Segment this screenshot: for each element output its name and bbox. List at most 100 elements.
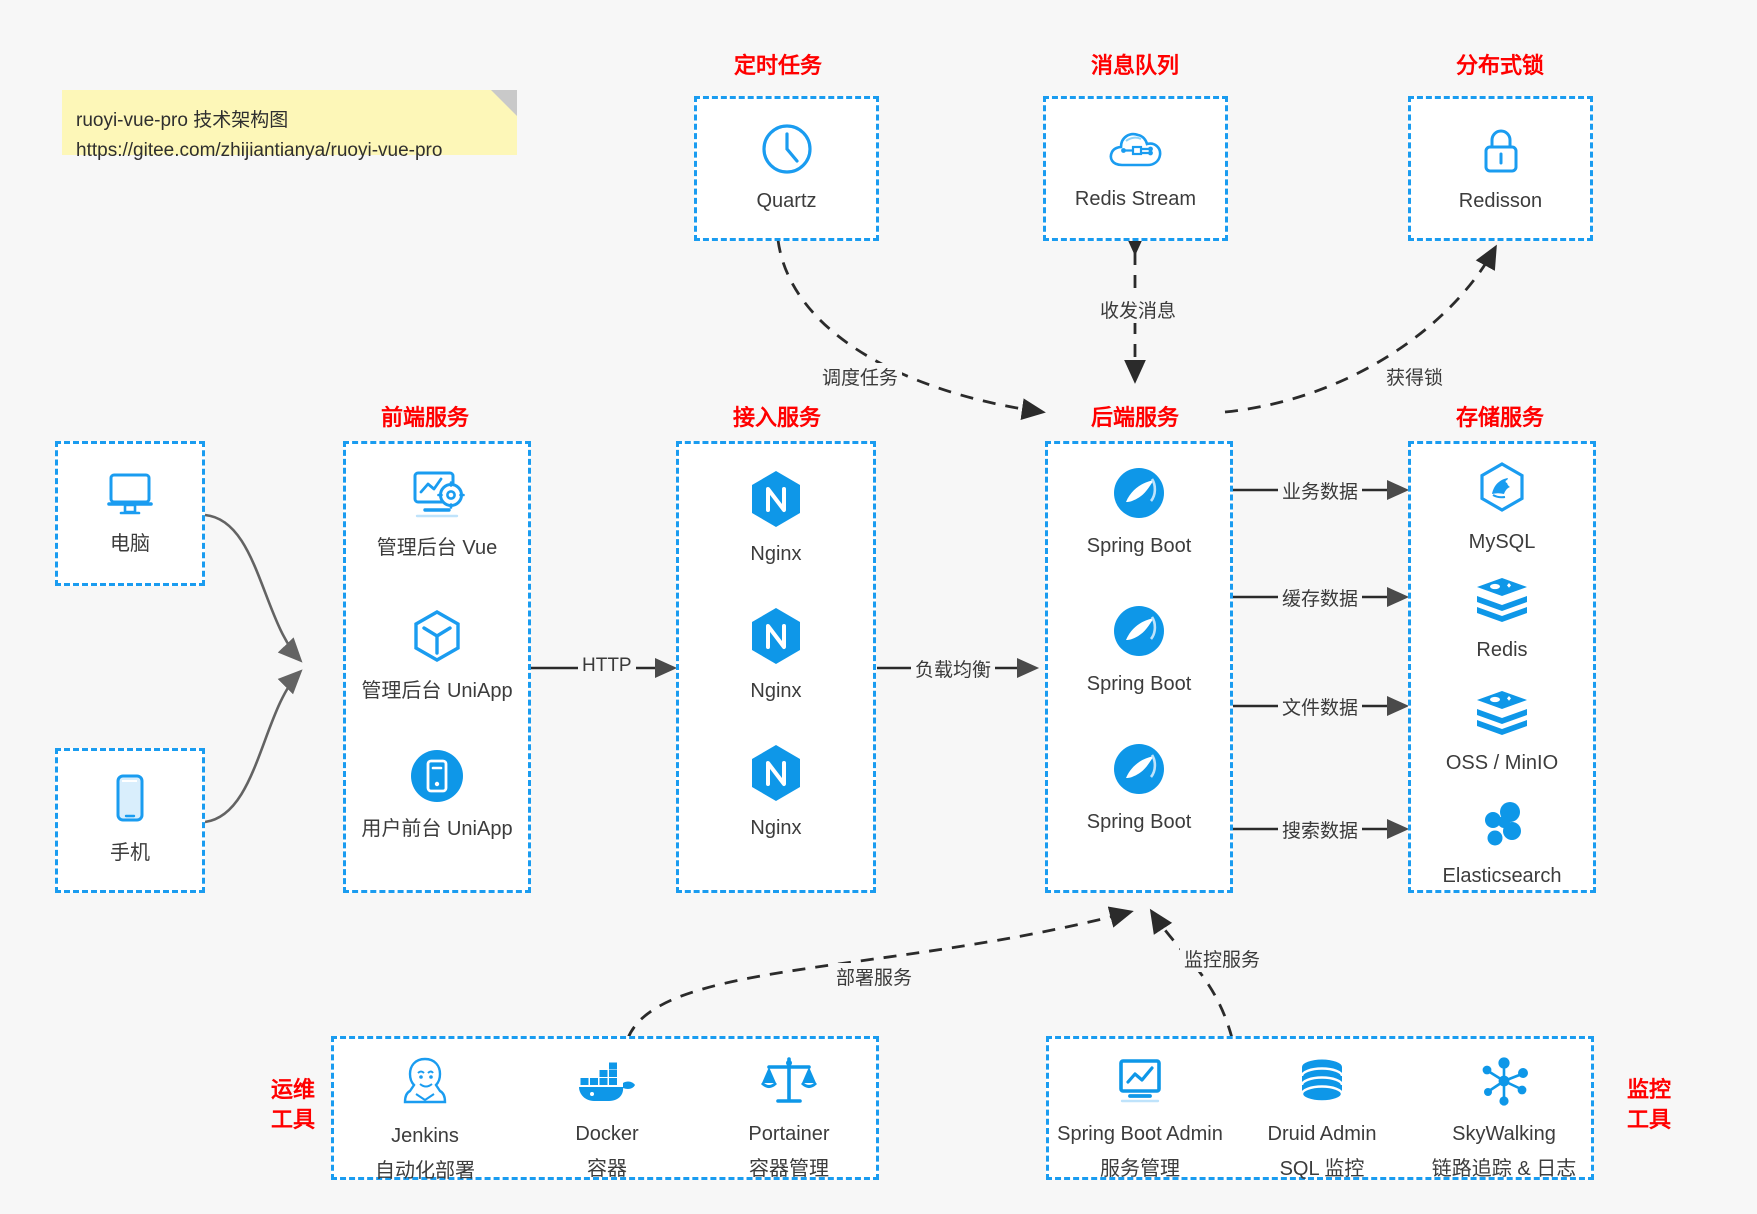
skywalking-icon <box>1476 1055 1532 1114</box>
elasticsearch-icon <box>1474 798 1530 857</box>
node-label: Nginx <box>750 817 802 839</box>
node-oss-minio[interactable]: OSS / MinIO <box>1411 687 1593 777</box>
cloud-nodes-icon <box>1105 123 1167 180</box>
group-title-backend: 后端服务 <box>1090 405 1179 430</box>
node-admin-uniapp[interactable]: 管理后台 UniApp <box>346 607 528 705</box>
smartphone-icon <box>105 771 155 834</box>
note-url: https://gitee.com/zhijiantianya/ruoyi-vu… <box>76 140 443 161</box>
node-phone[interactable]: 手机 <box>58 771 202 867</box>
node-spring-boot-2[interactable]: Spring Boot <box>1048 602 1230 698</box>
nginx-icon <box>747 605 805 672</box>
node-nginx-3[interactable]: Nginx <box>679 742 873 842</box>
edge-label-monitor-service: 监控服务 <box>1180 945 1265 972</box>
node-sublabel: 自动化部署 <box>375 1160 475 1182</box>
group-box-monitor: Spring Boot Admin 服务管理 Druid Admin SQL 监… <box>1046 1036 1594 1180</box>
node-mysql[interactable]: MySQL <box>1411 460 1593 556</box>
edge-label-cache-data: 缓存数据 <box>1278 584 1363 611</box>
group-box-storage: MySQL Redis <box>1408 441 1596 893</box>
node-portainer[interactable]: Portainer 容器管理 <box>698 1053 880 1184</box>
edge-label-http: HTTP <box>578 655 636 677</box>
node-label: Redis <box>1476 639 1528 661</box>
group-box-mq: Redis Stream <box>1043 96 1228 241</box>
node-label: OSS / MinIO <box>1445 752 1559 774</box>
mysql-icon <box>1474 460 1530 523</box>
edge-label-acquire-lock: 获得锁 <box>1382 363 1448 390</box>
edge-label-send-receive-message: 收发消息 <box>1096 296 1181 323</box>
node-label: Redis Stream <box>1074 188 1197 210</box>
group-title-frontend: 前端服务 <box>380 405 469 430</box>
nginx-icon <box>747 742 805 809</box>
node-redisson[interactable]: Redisson <box>1411 121 1590 215</box>
edge-label-schedule-task: 调度任务 <box>818 363 903 390</box>
mobile-device-icon <box>408 747 466 810</box>
node-label: 用户前台 UniApp <box>361 818 513 840</box>
group-box-backend: Spring Boot Spring Boot Spring Boot <box>1045 441 1233 893</box>
group-title-gateway: 接入服务 <box>732 405 821 430</box>
edge-label-load-balance: 负载均衡 <box>911 655 996 682</box>
node-admin-vue[interactable]: 管理后台 Vue <box>346 466 528 562</box>
node-label: Quartz <box>756 190 817 212</box>
node-computer[interactable]: 电脑 <box>58 466 202 558</box>
node-jenkins[interactable]: Jenkins 自动化部署 <box>334 1053 516 1186</box>
node-nginx-1[interactable]: Nginx <box>679 468 873 568</box>
node-docker[interactable]: Docker 容器 <box>516 1061 698 1184</box>
group-box-scheduler: Quartz <box>694 96 879 241</box>
nginx-icon <box>747 468 805 535</box>
node-user-uniapp[interactable]: 用户前台 UniApp <box>346 747 528 843</box>
group-title-storage: 存储服务 <box>1455 405 1544 430</box>
node-label: SkyWalking <box>1452 1123 1556 1145</box>
group-title-ops-line2: 工具 <box>270 1107 315 1132</box>
node-quartz[interactable]: Quartz <box>697 121 876 215</box>
node-label: MySQL <box>1468 531 1536 553</box>
node-spring-boot-3[interactable]: Spring Boot <box>1048 740 1230 836</box>
sticky-note: ruoyi-vue-pro 技术架构图 https://gitee.com/zh… <box>62 90 517 161</box>
spring-boot-icon <box>1110 602 1168 665</box>
group-box-phone: 手机 <box>55 748 205 893</box>
node-redis-stream[interactable]: Redis Stream <box>1046 123 1225 213</box>
node-spring-boot-admin[interactable]: Spring Boot Admin 服务管理 <box>1049 1055 1231 1184</box>
node-label: Spring Boot <box>1086 673 1192 695</box>
clock-icon <box>759 121 815 182</box>
node-label: Jenkins <box>391 1125 459 1147</box>
docker-icon <box>576 1061 638 1114</box>
group-title-scheduler: 定时任务 <box>733 53 822 78</box>
node-label: Nginx <box>750 680 802 702</box>
edge-label-deploy-service: 部署服务 <box>832 963 917 990</box>
node-redis[interactable]: Redis <box>1411 574 1593 664</box>
node-nginx-2[interactable]: Nginx <box>679 605 873 705</box>
spring-boot-icon <box>1110 464 1168 527</box>
node-druid-admin[interactable]: Druid Admin SQL 监控 <box>1231 1057 1413 1184</box>
node-label: Docker <box>575 1123 639 1145</box>
node-label: Nginx <box>750 543 802 565</box>
node-label: Druid Admin <box>1267 1123 1377 1145</box>
node-label: 手机 <box>110 842 150 864</box>
redis-icon <box>1473 687 1531 744</box>
node-elasticsearch[interactable]: Elasticsearch <box>1411 798 1593 890</box>
group-box-gateway: Nginx Nginx Nginx <box>676 441 876 893</box>
node-label: Spring Boot Admin <box>1057 1123 1223 1145</box>
edge-label-file-data: 文件数据 <box>1278 693 1363 720</box>
node-label: Portainer <box>748 1123 830 1145</box>
node-label: 管理后台 Vue <box>376 537 498 559</box>
group-title-mq: 消息队列 <box>1090 53 1179 78</box>
group-title-lock: 分布式锁 <box>1455 53 1544 78</box>
cube-icon <box>408 607 466 672</box>
node-skywalking[interactable]: SkyWalking 链路追踪 & 日志 <box>1413 1055 1595 1184</box>
group-title-monitor-line1: 监控 <box>1626 1077 1671 1102</box>
edge-label-business-data: 业务数据 <box>1278 477 1363 504</box>
redis-icon <box>1473 574 1531 631</box>
group-title-monitor: 监控 工具 <box>1614 1075 1684 1135</box>
scales-icon <box>760 1053 818 1114</box>
spring-boot-icon <box>1110 740 1168 803</box>
node-spring-boot-1[interactable]: Spring Boot <box>1048 464 1230 560</box>
lock-icon <box>1473 121 1529 182</box>
node-sublabel: SQL 监控 <box>1279 1158 1365 1180</box>
edge-label-search-data: 搜索数据 <box>1278 816 1363 843</box>
monitor-chart-icon <box>1111 1055 1169 1114</box>
node-label: Spring Boot <box>1086 535 1192 557</box>
group-box-ops: Jenkins 自动化部署 Docker 容器 <box>331 1036 879 1182</box>
group-title-ops: 运维 工具 <box>258 1075 328 1135</box>
node-label: Elasticsearch <box>1442 865 1562 887</box>
database-icon <box>1295 1057 1349 1114</box>
group-box-computer: 电脑 <box>55 441 205 586</box>
